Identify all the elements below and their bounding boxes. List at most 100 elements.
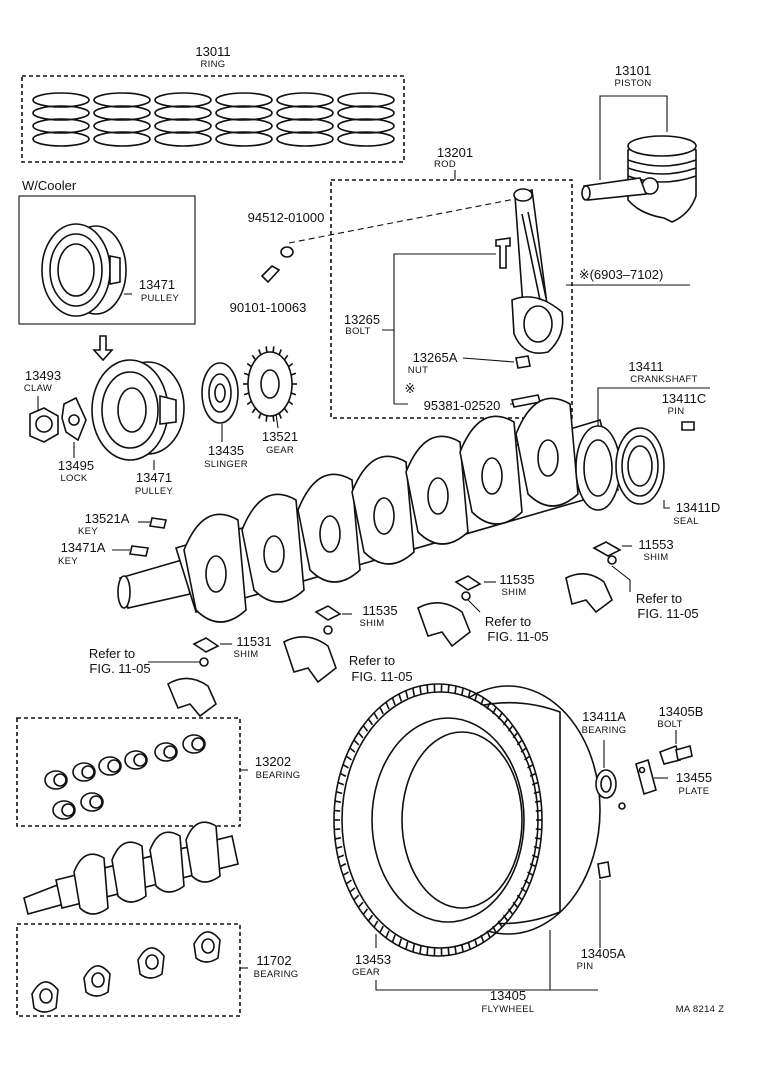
plate-illustration[interactable] [636, 760, 656, 794]
connecting-rod-illustration[interactable] [496, 189, 563, 353]
refer-2-line1: Refer to [485, 614, 531, 629]
plate-name: PLATE [679, 786, 710, 797]
ring-set[interactable] [22, 76, 404, 162]
shim-11535a-illustration[interactable] [456, 576, 480, 600]
piston-part-number: 13101 [615, 63, 651, 78]
pulley-number: 13471 [136, 470, 172, 485]
ring-name: RING [201, 59, 226, 70]
bearing-11702-name: BEARING [254, 969, 299, 980]
key-b-number: 13471A [61, 540, 106, 555]
bearing-cap-3[interactable] [284, 637, 336, 682]
flywheel-illustration[interactable] [342, 686, 600, 948]
rod-name: ROD [434, 159, 456, 170]
rear-bearing-number: 13411A [582, 709, 626, 724]
shim-11535b-number: 11535 [362, 603, 397, 618]
crankshaft-small-illustration[interactable] [24, 822, 238, 914]
shim-11535b-name: SHIM [360, 618, 385, 629]
production-date-note: ※(6903–7102) [579, 267, 664, 282]
ring-part-number: 13011 [195, 44, 230, 59]
lock-name: LOCK [60, 473, 87, 484]
slinger-name: SLINGER [204, 459, 248, 470]
shim-11531-number: 11531 [236, 634, 271, 649]
key-a-name: KEY [78, 526, 98, 537]
pin-95381-number: 95381-02520 [424, 398, 501, 413]
ring-gear-name: GEAR [352, 967, 380, 978]
fw-pin-illustration[interactable] [598, 862, 610, 878]
claw-number: 13493 [25, 368, 61, 383]
bearing-13202-shells [45, 735, 205, 819]
drawing-code: MA 8214 Z [676, 1004, 725, 1015]
refer-3-line2: FIG. 11-05 [351, 669, 412, 684]
claw-nut-illustration[interactable] [30, 408, 58, 442]
asterisk-mark: ※ [405, 381, 416, 396]
fw-pin-name: PIN [577, 961, 594, 972]
bearing-13202-name: BEARING [256, 770, 301, 781]
shim-11535a-number: 11535 [499, 572, 534, 587]
rear-bearing-name: BEARING [582, 725, 627, 736]
cooler-pulley-illustration[interactable] [42, 224, 126, 316]
oil-seal-illustration[interactable] [616, 428, 664, 504]
key-b-illustration[interactable] [130, 546, 148, 556]
rod-nut-name: NUT [408, 365, 428, 376]
key-a-illustration[interactable] [150, 518, 166, 528]
bolt-13405b-number: 13405B [659, 704, 704, 719]
refer-1-line2: FIG. 11-05 [637, 606, 698, 621]
lock-washer-illustration[interactable] [62, 398, 86, 440]
rod-bolt-number: 13265 [344, 312, 380, 327]
refer-1-line1: Refer to [636, 591, 682, 606]
shim-11535b-illustration[interactable] [316, 606, 340, 634]
gear-name: GEAR [266, 445, 294, 456]
dowel-hole [619, 803, 625, 809]
rear-bearing-illustration[interactable] [596, 770, 616, 798]
flywheel-name: FLYWHEEL [482, 1004, 535, 1015]
refer-4-line2: FIG. 11-05 [89, 661, 150, 676]
lock-number: 13495 [58, 458, 94, 473]
cooler-pulley-name: PULLEY [141, 293, 180, 304]
slinger-illustration[interactable] [202, 363, 238, 423]
bolt-90101[interactable] [262, 266, 279, 282]
crankshaft-name: CRANKSHAFT [630, 374, 697, 385]
slinger-number: 13435 [208, 443, 244, 458]
crank-pin-illustration[interactable] [682, 422, 694, 430]
bearing-13202-number: 13202 [255, 754, 291, 769]
shim-11535a-name: SHIM [502, 587, 527, 598]
bearing-cap-2[interactable] [418, 603, 470, 646]
bolt-13405b-name: BOLT [657, 719, 682, 730]
refer-3-line1: Refer to [349, 653, 395, 668]
fw-pin-number: 13405A [581, 946, 626, 961]
key-a-number: 13521A [85, 511, 130, 526]
bearing-11702-shells [32, 932, 220, 1012]
bearing-11702-number: 11702 [256, 953, 291, 968]
timing-gear-illustration[interactable] [243, 346, 297, 421]
ring-gear-number: 13453 [355, 952, 391, 967]
crank-pin-name: PIN [668, 406, 685, 417]
bearing-cap-4[interactable] [168, 678, 216, 716]
crank-pin-number: 13411C [662, 391, 707, 406]
wcooler-label: W/Cooler [22, 178, 77, 193]
pulley-illustration[interactable] [92, 360, 184, 460]
shim-11553-illustration[interactable] [594, 542, 620, 564]
crankshaft-illustration[interactable] [118, 398, 620, 622]
rod-bolt-name: BOLT [345, 326, 370, 337]
crankshaft-number: 13411 [628, 359, 663, 374]
plate-number: 13455 [676, 770, 712, 785]
cooler-pulley-number: 13471 [139, 277, 175, 292]
rod-part-number: 13201 [437, 145, 473, 160]
shim-11553-name: SHIM [644, 552, 669, 563]
gear-number: 13521 [262, 429, 298, 444]
nut-94512[interactable] [281, 247, 293, 257]
piston-leader [600, 96, 667, 135]
rod-nut-illustration[interactable] [516, 356, 530, 368]
arrow-down-icon [94, 336, 112, 360]
bearing-cap-1[interactable] [566, 574, 612, 612]
piston-illustration[interactable] [582, 136, 696, 222]
claw-name: CLAW [24, 383, 52, 394]
refer-4-line1: Refer to [89, 646, 135, 661]
shim-11553-number: 11553 [638, 537, 673, 552]
bolt-13405b-illustration[interactable] [660, 746, 692, 764]
seal-number: 13411D [676, 500, 721, 515]
flywheel-number: 13405 [490, 988, 526, 1003]
refer-2-line2: FIG. 11-05 [487, 629, 548, 644]
pulley-name: PULLEY [135, 486, 174, 497]
